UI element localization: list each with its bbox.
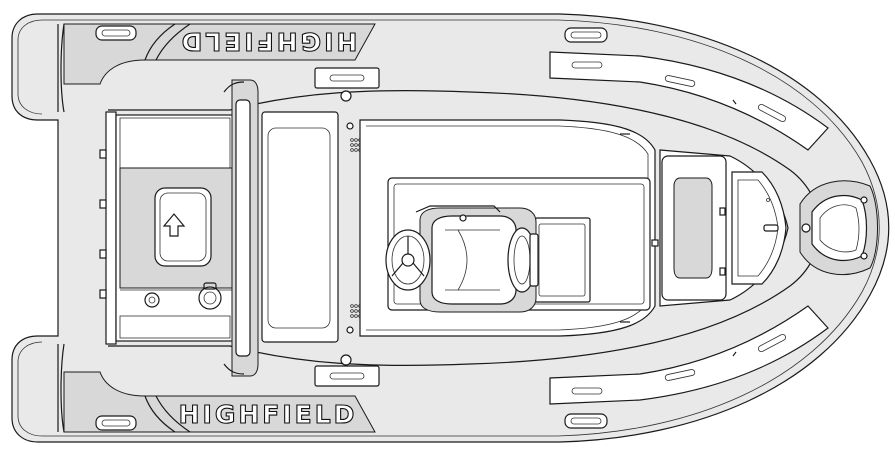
seat-box-cushion [267, 127, 331, 329]
fuel-cap-icon [198, 282, 222, 310]
grab-handle-icon [95, 25, 137, 41]
seat-box [261, 111, 339, 343]
cleat [346, 122, 354, 130]
helm-seat-base [534, 217, 591, 303]
drain-plug-icon [144, 292, 160, 308]
steering-wheel-icon [385, 229, 431, 291]
bow-locker-icon [731, 171, 787, 285]
tube-plate-bottom [314, 365, 380, 387]
bottom-swoosh-curve [144, 395, 191, 433]
bow-latch [763, 224, 779, 232]
valve-top [340, 90, 352, 102]
grip-pads-top [571, 61, 786, 123]
top-tube-swoosh [63, 23, 376, 85]
transom-mark [99, 199, 107, 209]
cleat [346, 326, 354, 334]
tube-end-bottom [57, 343, 65, 433]
tube-end-top [57, 23, 65, 113]
bottom-tube-swoosh [63, 371, 376, 433]
grip-pads-bottom [571, 333, 786, 395]
console-latch [651, 239, 659, 247]
grab-handle-icon [564, 27, 608, 43]
valve-bottom [340, 354, 352, 366]
latch [719, 267, 726, 276]
latch [719, 207, 726, 216]
transom-mark [99, 249, 107, 259]
helm-seat-base-pad [538, 223, 586, 297]
tube-plate-top [314, 67, 380, 89]
transom-mark [99, 149, 107, 159]
outer-tube-inner-line [17, 19, 880, 437]
bow-hatch-panel [673, 177, 713, 279]
transom-mark [99, 289, 107, 299]
outer-tube-inner-line-top [17, 19, 43, 115]
helm-seat-icon [419, 207, 539, 313]
fuel-hatch-icon [154, 187, 212, 267]
grab-handle-icon [95, 415, 137, 431]
brand-logo-top: HIGHFIELD [179, 27, 358, 56]
rear-bench-pad [235, 99, 251, 357]
tube-grip-strip-bottom [549, 305, 829, 405]
top-swoosh-curve [144, 23, 191, 61]
tube-grip-strip-top [549, 51, 829, 151]
grab-handle-icon [564, 413, 608, 429]
seat-top-rail [415, 205, 501, 213]
transom-frame [105, 111, 117, 345]
stern-step-bottom [119, 315, 231, 339]
bow-handle-icon [799, 180, 878, 275]
bow-rivet [766, 198, 770, 202]
brand-logo-bottom: HIGHFIELD [179, 400, 358, 429]
bench-curves [223, 81, 245, 375]
seat-bolt [459, 214, 467, 222]
